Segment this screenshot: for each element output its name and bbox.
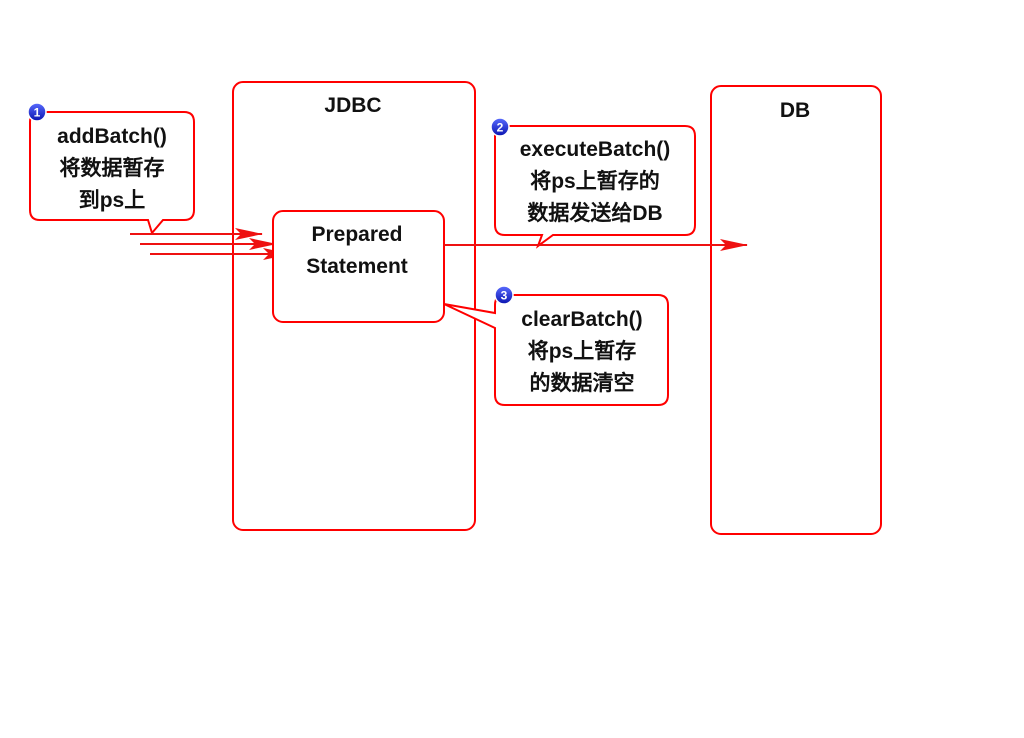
badge-2-number: 2 <box>497 121 504 135</box>
db-label: DB <box>780 99 810 122</box>
badge-1: 1 <box>27 102 47 122</box>
callout-add-batch-line1: addBatch() <box>57 125 167 148</box>
badge-2: 2 <box>490 117 510 137</box>
badge-3: 3 <box>494 285 514 305</box>
badge-1-number: 1 <box>34 106 41 120</box>
callout-execute-batch-line1: executeBatch() <box>520 138 671 161</box>
callout-clear-batch: clearBatch() 将ps上暂存 的数据清空 <box>443 294 669 406</box>
jdbc-label: JDBC <box>324 94 381 117</box>
prepared-statement-box: Prepared Statement <box>272 210 445 323</box>
callout-clear-batch-line2: 将ps上暂存 <box>528 339 637 363</box>
callout-execute-batch-line3: 数据发送给DB <box>527 201 662 225</box>
incoming-arrows <box>130 228 291 260</box>
prepared-statement-line2: Statement <box>306 255 408 278</box>
badge-3-number: 3 <box>501 289 508 303</box>
callout-execute-batch: executeBatch() 将ps上暂存的 数据发送给DB <box>494 125 696 249</box>
callout-execute-batch-line2: 将ps上暂存的 <box>530 169 660 193</box>
callout-add-batch: addBatch() 将数据暂存 到ps上 <box>29 111 195 236</box>
db-container: DB <box>710 85 882 535</box>
callout-clear-batch-line3: 的数据清空 <box>530 371 635 395</box>
callout-clear-batch-line1: clearBatch() <box>521 308 642 331</box>
callout-add-batch-line3: 到ps上 <box>79 189 146 212</box>
prepared-statement-line1: Prepared <box>311 223 402 246</box>
callout-add-batch-line2: 将数据暂存 <box>60 156 165 180</box>
